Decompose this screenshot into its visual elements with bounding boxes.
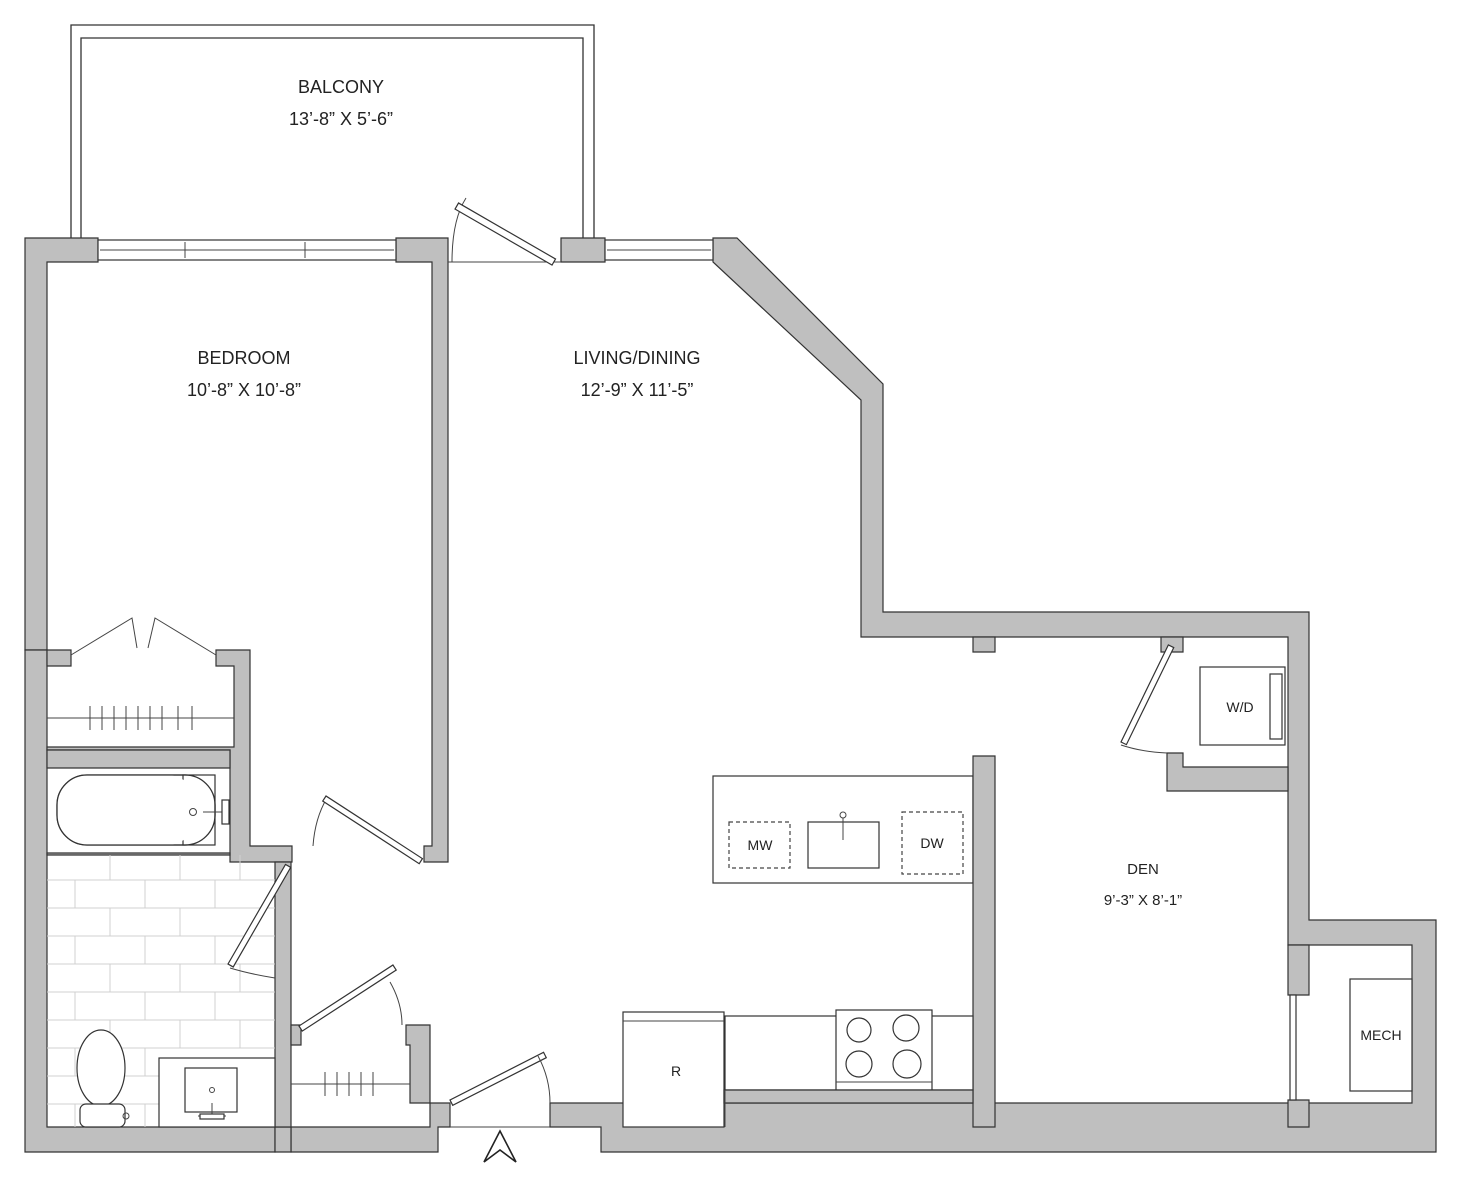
living-label: LIVING/DINING	[573, 348, 700, 368]
bathroom	[46, 749, 292, 1128]
bathroom-door	[227, 863, 292, 979]
refrigerator-label: R	[671, 1063, 681, 1079]
mech-label: MECH	[1360, 1027, 1401, 1043]
washer-dryer-label: W/D	[1226, 699, 1253, 715]
kitchen	[622, 755, 996, 1128]
bedroom-window	[97, 239, 397, 261]
stove	[835, 1009, 933, 1091]
exterior-walls	[24, 237, 1437, 1153]
dishwasher-label: DW	[920, 835, 944, 851]
refrigerator	[622, 1011, 725, 1128]
laundry-closet	[972, 636, 1289, 792]
microwave-label: MW	[748, 837, 774, 853]
balcony-size: 13’-8” X 5’-6”	[289, 109, 393, 129]
microwave	[728, 821, 791, 869]
dishwasher	[901, 811, 964, 875]
balcony-railing	[70, 24, 595, 238]
living-size: 12’-9” X 11’-5”	[581, 380, 694, 400]
bathtub	[56, 774, 230, 846]
den-label: DEN	[1127, 861, 1159, 878]
mech-closet	[1287, 944, 1413, 1128]
living-window	[604, 239, 714, 261]
bedroom-size: 10’-8” X 10’-8”	[187, 380, 301, 400]
mech-unit	[1349, 978, 1413, 1092]
entry-door	[449, 1051, 551, 1128]
vanity-sink	[158, 1057, 276, 1128]
bedroom-door	[312, 795, 424, 865]
hall-closet	[290, 964, 431, 1104]
balcony-door	[448, 197, 561, 266]
bedroom-label: BEDROOM	[197, 348, 290, 368]
den-size: 9’-3” X 8’-1”	[1104, 892, 1182, 909]
entry-arrow-icon	[483, 1129, 517, 1163]
toilet	[76, 1029, 130, 1128]
balcony-label: BALCONY	[298, 77, 384, 97]
